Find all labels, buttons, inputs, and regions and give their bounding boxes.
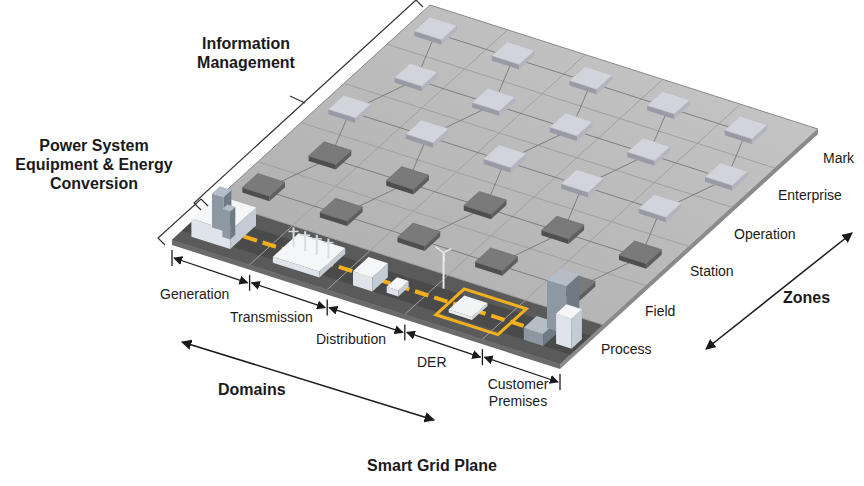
component-box [627, 138, 670, 161]
component-box [395, 64, 438, 87]
substation [273, 233, 345, 271]
zone-label: Field [645, 303, 695, 320]
component-box [541, 216, 584, 239]
component-box [725, 116, 768, 139]
zone-line [301, 123, 689, 247]
tower [289, 231, 299, 233]
component-box [570, 67, 613, 90]
domain-tick [171, 250, 172, 266]
power-plant-stack [212, 193, 224, 231]
domain-span-arrow [252, 283, 326, 308]
zone-label: Station [690, 263, 760, 280]
component-box [475, 248, 518, 271]
component-box [561, 170, 604, 193]
domain-line [482, 104, 740, 339]
component-box [647, 91, 690, 114]
zone-label: Enterprise [778, 187, 858, 204]
power-plant-stack [230, 207, 235, 240]
tower [304, 231, 306, 251]
power-plant-stack [222, 204, 235, 211]
component-box [464, 191, 507, 214]
axis-label: Domains [218, 380, 308, 399]
component-box [386, 167, 429, 190]
zone-line [344, 83, 732, 207]
domain-label: Generation [160, 286, 250, 303]
process-strip [172, 201, 603, 364]
component-box [619, 241, 662, 264]
tower [323, 242, 333, 244]
zone-label: Operation [734, 226, 814, 243]
info-bracket-tip [290, 96, 305, 103]
transformer [353, 257, 388, 277]
zone-line [387, 44, 775, 168]
component-box [406, 120, 449, 143]
domain-span-arrow [329, 308, 403, 333]
tower [316, 235, 318, 255]
component-box [242, 174, 285, 197]
zone-line [215, 201, 603, 325]
component-box [398, 223, 441, 246]
tower [293, 227, 295, 247]
domain-label: Customer Premises [478, 376, 558, 410]
pole-box [387, 277, 409, 290]
wind-blades [436, 247, 452, 262]
component-box [328, 95, 371, 118]
tower [300, 234, 310, 236]
zone-line [258, 162, 646, 286]
power-plant-stack [222, 209, 230, 239]
component-box [484, 145, 527, 168]
der-loop [436, 289, 527, 335]
component-box [550, 113, 593, 136]
zones-arrow [706, 233, 852, 349]
component-box [492, 42, 535, 65]
component-box [472, 88, 515, 111]
domain-tick [404, 324, 405, 340]
caption: Smart Grid Plane [282, 456, 582, 475]
domain-tick [327, 300, 328, 316]
domain-tick [249, 275, 250, 291]
domains-arrow [182, 342, 434, 420]
domain-span-arrow [407, 332, 481, 357]
pv-panel [449, 296, 488, 318]
domain-tick [559, 374, 560, 390]
axis-label: Zones [783, 288, 843, 307]
domain-label: Distribution [316, 331, 406, 348]
power-flow-line [225, 230, 543, 332]
office-tower [547, 268, 579, 286]
component-box [309, 142, 352, 165]
info-bracket [194, 0, 423, 210]
factory [556, 314, 572, 349]
zone-bracket-label: Information Management [186, 34, 306, 72]
domain-label: DER [417, 354, 457, 371]
domain-span-arrow [174, 258, 248, 283]
power-plant-stack [212, 186, 231, 197]
zone-bracket-label: Power System Equipment & Energy Conversi… [6, 136, 182, 193]
tower [312, 238, 322, 240]
domain-label: Transmission [230, 309, 330, 326]
component-box [320, 198, 363, 221]
tower [327, 239, 329, 259]
component-box [705, 163, 748, 186]
component-box [639, 194, 682, 217]
component-box [414, 17, 457, 40]
factory [556, 304, 582, 318]
power-bracket [158, 199, 208, 245]
plane-surface [172, 5, 818, 364]
domain-tick [482, 349, 483, 365]
domain-line [405, 79, 663, 314]
domain-line [327, 55, 585, 290]
zone-label: Process [601, 341, 671, 358]
zone-label: Mark [823, 150, 861, 167]
